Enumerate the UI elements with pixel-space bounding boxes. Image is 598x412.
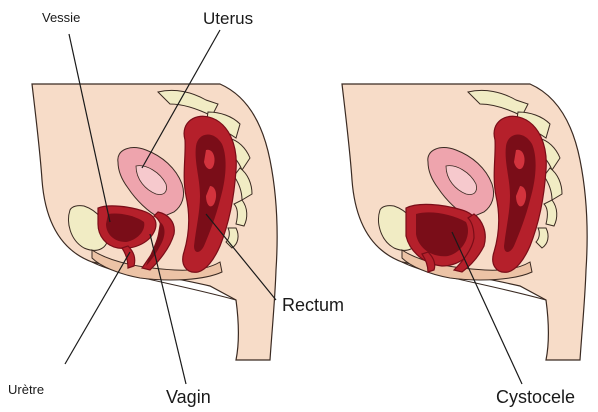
panel-cystocele <box>342 84 587 360</box>
label-cystocele: Cystocele <box>496 388 575 406</box>
label-vagin: Vagin <box>166 388 211 406</box>
label-uretre: Urètre <box>8 383 44 396</box>
leader-uretre <box>65 252 130 364</box>
label-vessie: Vessie <box>42 11 80 24</box>
label-uterus: Uterus <box>203 10 253 27</box>
label-rectum: Rectum <box>282 296 344 314</box>
panel-normal <box>32 84 277 360</box>
